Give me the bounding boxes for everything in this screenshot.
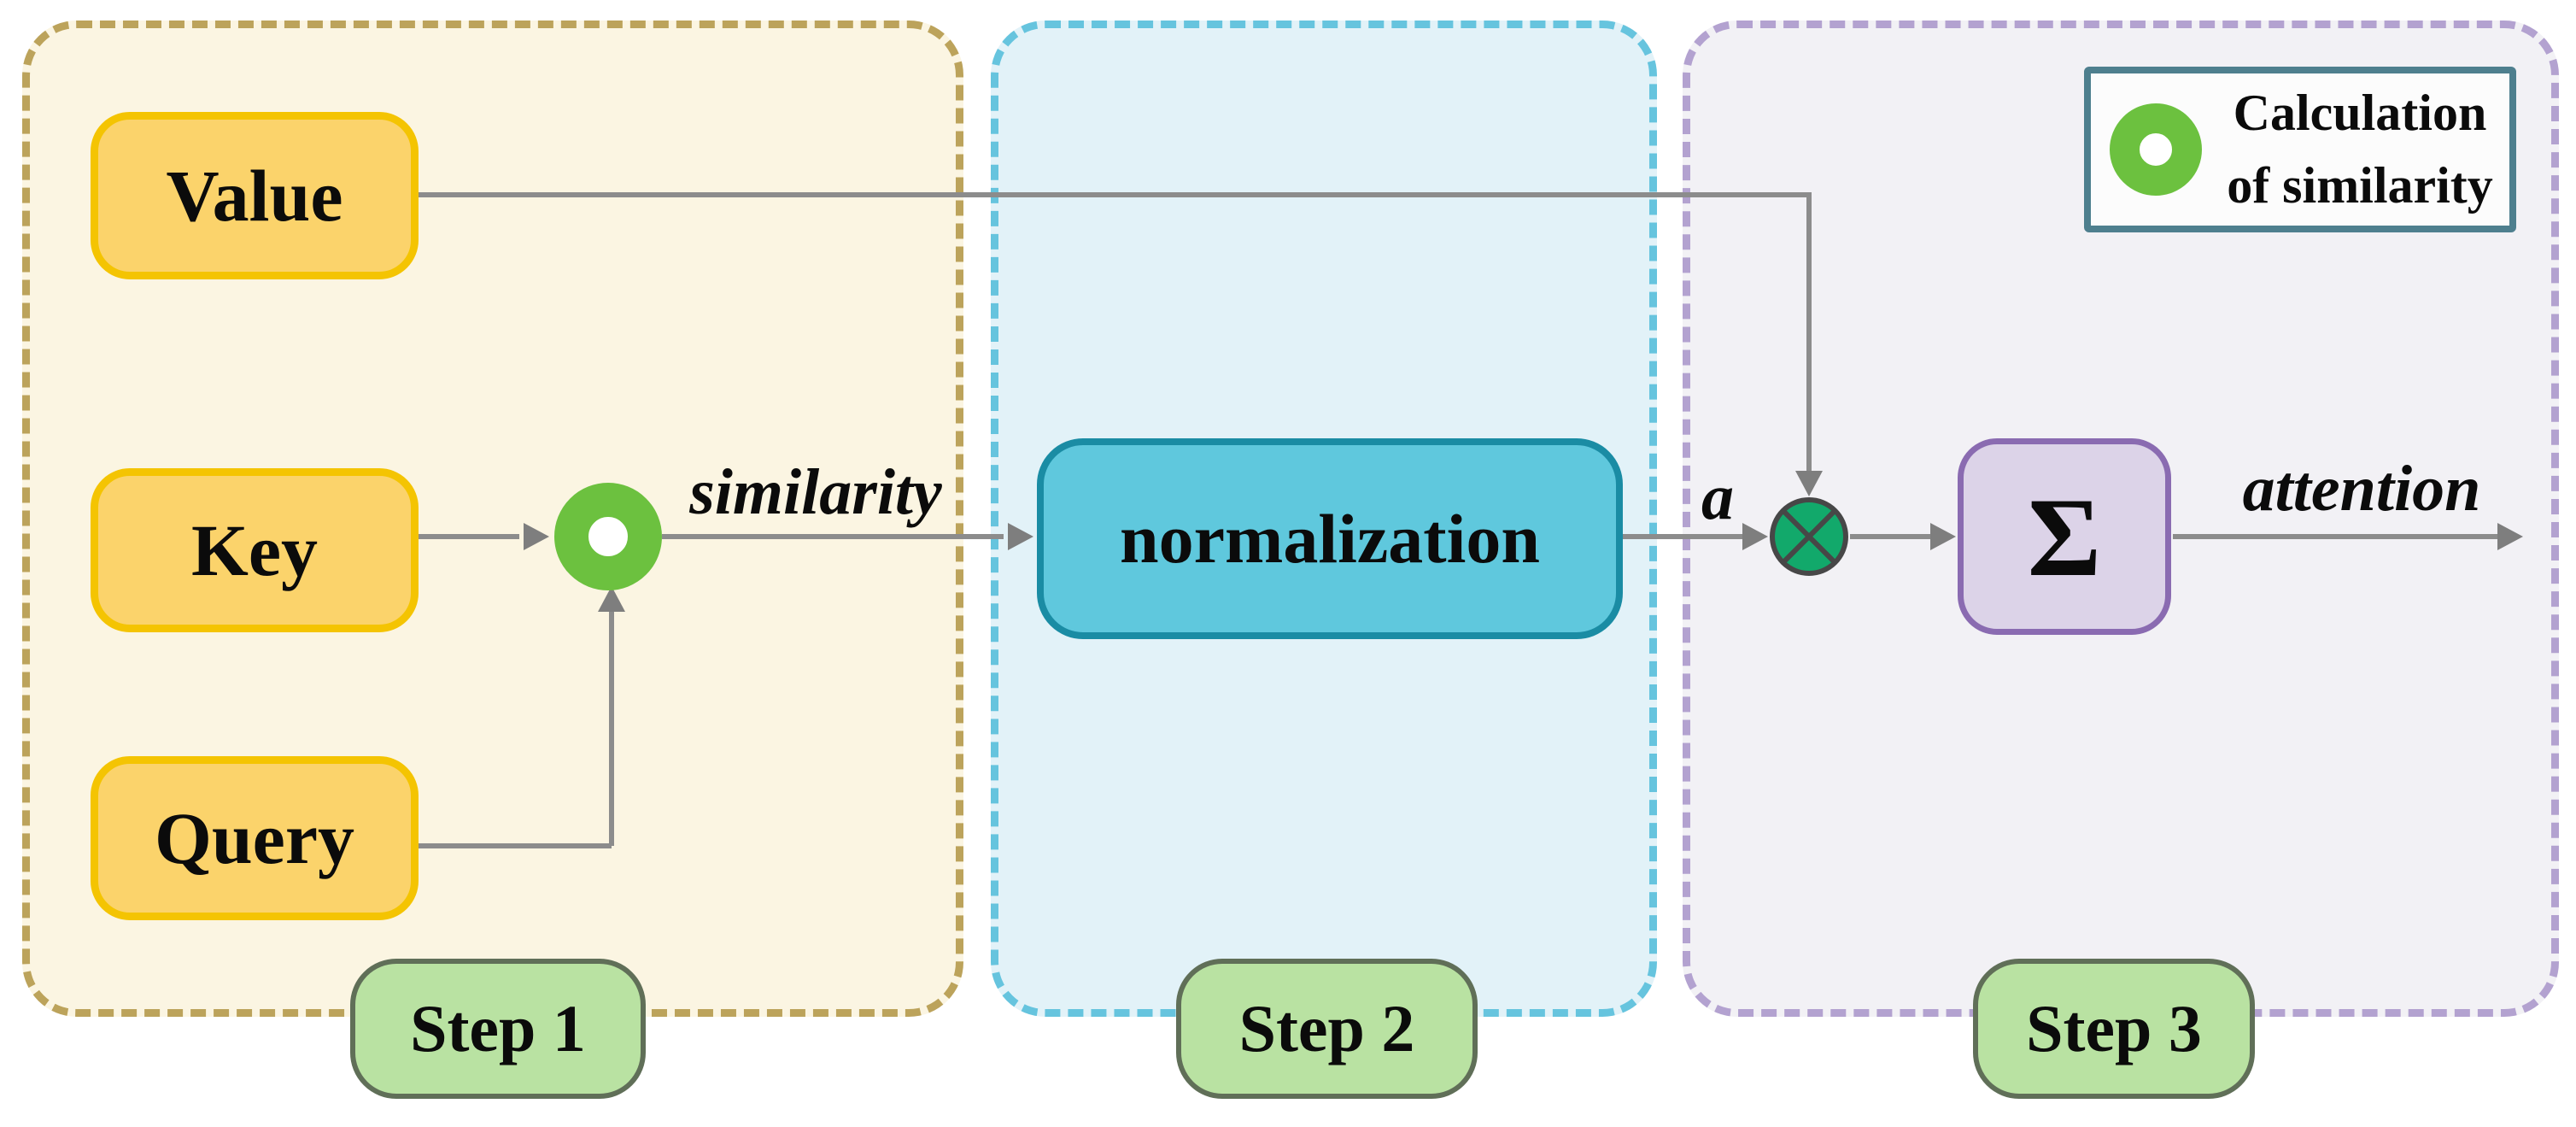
summation-label: Σ	[2027, 473, 2102, 600]
attention-output-connector	[2173, 534, 2497, 539]
arrowhead-right-icon	[1930, 523, 1956, 550]
step2-badge: Step 2	[1176, 959, 1478, 1099]
query-label: Query	[154, 797, 355, 879]
arrowhead-right-icon	[1742, 523, 1768, 550]
legend-line2: of similarity	[2227, 157, 2493, 214]
attention-edge-label: attention	[2242, 453, 2481, 525]
value-box: Value	[91, 112, 419, 279]
value-connector-horizontal	[419, 192, 1809, 197]
legend-line1: Calculation	[2233, 84, 2487, 141]
value-label: Value	[166, 155, 343, 237]
legend-text: Calculation of similarity	[2222, 77, 2497, 222]
step2-badge-label: Step 2	[1238, 991, 1415, 1065]
step3-badge: Step 3	[1973, 959, 2255, 1099]
legend-similarity-icon	[2110, 103, 2202, 196]
key-box: Key	[91, 468, 419, 632]
similarity-connector	[662, 534, 1004, 539]
key-label: Key	[190, 509, 319, 591]
a-edge-label: a	[1701, 461, 1734, 533]
step3-badge-label: Step 3	[2026, 991, 2202, 1065]
normalization-label: normalization	[1120, 499, 1540, 578]
similarity-edge-label: similarity	[689, 456, 942, 528]
multiply-node-icon	[1770, 497, 1848, 576]
arrowhead-right-icon	[2497, 523, 2523, 550]
arrowhead-right-icon	[524, 523, 549, 550]
normalization-output-connector	[1623, 534, 1742, 539]
multiply-output-connector	[1850, 534, 1930, 539]
key-connector	[419, 534, 519, 539]
value-connector-vertical	[1806, 192, 1812, 476]
arrowhead-up-icon	[598, 586, 625, 612]
query-box: Query	[91, 756, 419, 920]
step1-badge: Step 1	[350, 959, 646, 1099]
legend-box: Calculation of similarity	[2084, 67, 2516, 232]
step1-badge-label: Step 1	[410, 991, 586, 1065]
query-connector-horizontal	[419, 843, 612, 848]
normalization-box: normalization	[1037, 438, 1623, 639]
summation-box: Σ	[1958, 438, 2171, 635]
similarity-node-icon	[554, 483, 662, 590]
arrowhead-down-icon	[1795, 471, 1823, 496]
arrowhead-right-icon	[1008, 523, 1033, 550]
query-connector-vertical	[609, 610, 614, 846]
